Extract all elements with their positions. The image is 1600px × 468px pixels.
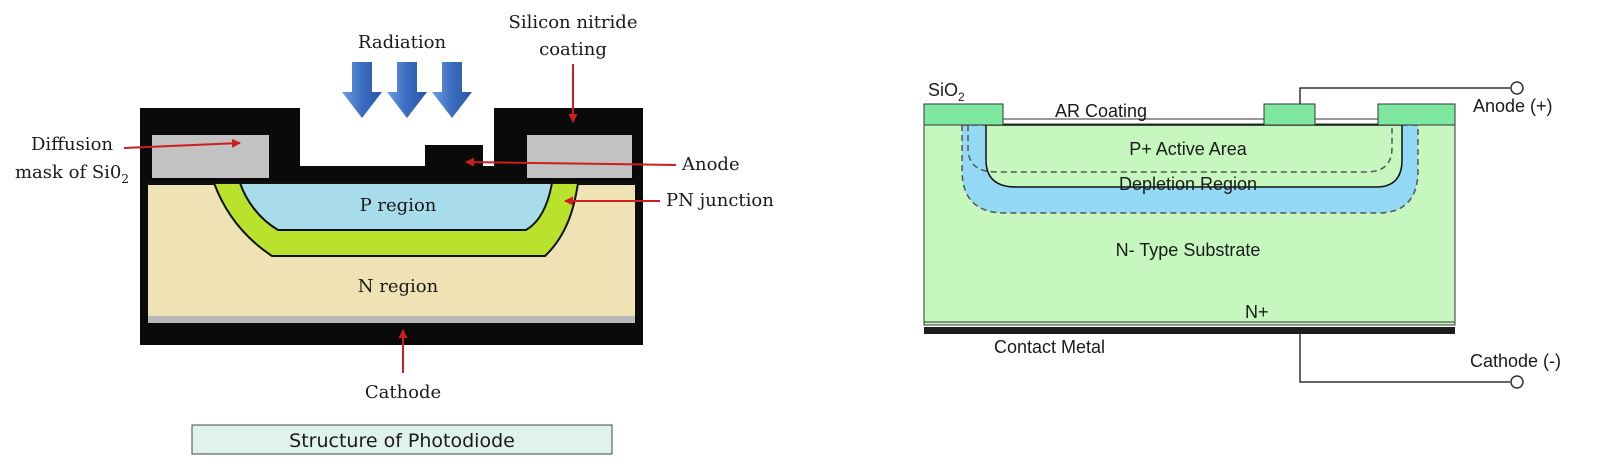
left-photodiode-diagram: Radiation Silicon nitride coating Diffus…	[15, 12, 774, 455]
contact-metal	[924, 327, 1455, 334]
pointer-anode	[465, 157, 677, 167]
cathode-wire	[1299, 334, 1510, 383]
depletion-inner-boundary	[967, 125, 1393, 173]
depletion-region-label: Depletion Region	[1119, 174, 1257, 194]
p-region	[238, 182, 554, 231]
cathode-label: Cathode (-)	[1470, 351, 1561, 371]
caption-box	[191, 424, 613, 455]
anode-contact	[425, 145, 483, 169]
p-region-label: P region	[360, 195, 437, 216]
mask-label-line1: Diffusion	[31, 134, 113, 155]
p-plus-active-label: P+ Active Area	[1129, 139, 1248, 159]
p-plus-active-area	[985, 124, 1403, 188]
oxide-mask-right	[527, 135, 632, 178]
pn-junction-label: PN junction	[666, 190, 774, 211]
right-photodiode-diagram: SiO2 AR Coating Anode (+) P+ Active Area…	[923, 80, 1561, 389]
sio2-block-right	[1377, 103, 1456, 126]
anode-terminal	[1510, 81, 1524, 95]
nitride-label-line1: Silicon nitride	[509, 12, 638, 33]
oxide-mask-left	[152, 135, 269, 178]
pointer-mask	[123, 138, 241, 149]
sio2-block-left	[923, 103, 1004, 126]
ar-coating-label: AR Coating	[1055, 101, 1147, 121]
n-plus-label: N+	[1245, 302, 1269, 322]
radiation-arrow-2	[387, 62, 427, 118]
anode-wire	[1299, 87, 1510, 104]
sio2-label: SiO2	[928, 80, 965, 104]
caption-text: Structure of Photodiode	[289, 430, 515, 452]
n-region-label: N region	[358, 276, 439, 297]
radiation-arrow-3	[432, 62, 472, 118]
cathode-terminal	[1510, 375, 1524, 389]
mask-label-line2: mask of Si02	[15, 162, 129, 186]
contact-metal-label: Contact Metal	[994, 337, 1105, 357]
anode-label: Anode (+)	[1473, 96, 1553, 116]
nitride-label-line2: coating	[539, 39, 607, 60]
sio2-block-center	[1263, 103, 1316, 126]
radiation-arrows	[342, 62, 472, 118]
cathode-label: Cathode	[365, 382, 441, 403]
anode-label: Anode	[681, 154, 740, 175]
cathode-stripe	[148, 316, 635, 323]
radiation-label: Radiation	[358, 32, 447, 53]
substrate-label: N- Type Substrate	[1116, 240, 1261, 260]
radiation-arrow-1	[342, 62, 382, 118]
